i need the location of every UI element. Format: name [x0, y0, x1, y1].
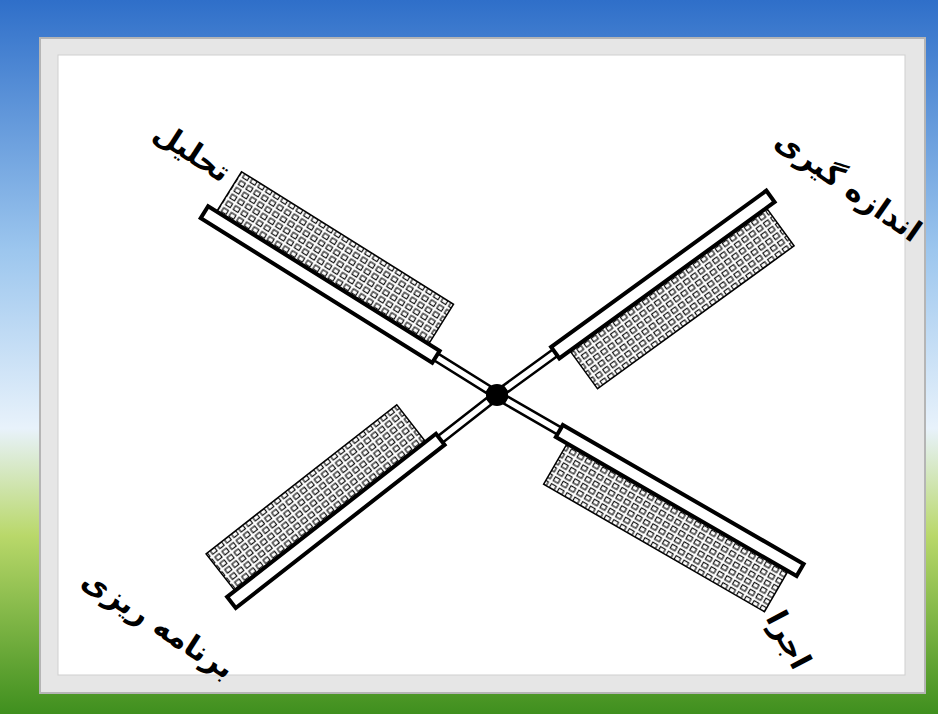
windmill-blade [201, 166, 517, 395]
blade-spar [556, 425, 804, 576]
blade-lattice [206, 405, 425, 590]
blade-lattice [544, 444, 788, 611]
hub [486, 384, 508, 406]
blade-spar [227, 434, 444, 608]
blade-lattice [217, 172, 453, 343]
windmill [198, 166, 803, 616]
blade-lattice [570, 209, 794, 389]
windmill-blade [198, 359, 493, 608]
windmill-blade [501, 191, 802, 433]
windmill-blade [479, 394, 804, 617]
blade-spar [551, 191, 774, 359]
blade-spar [201, 206, 440, 363]
